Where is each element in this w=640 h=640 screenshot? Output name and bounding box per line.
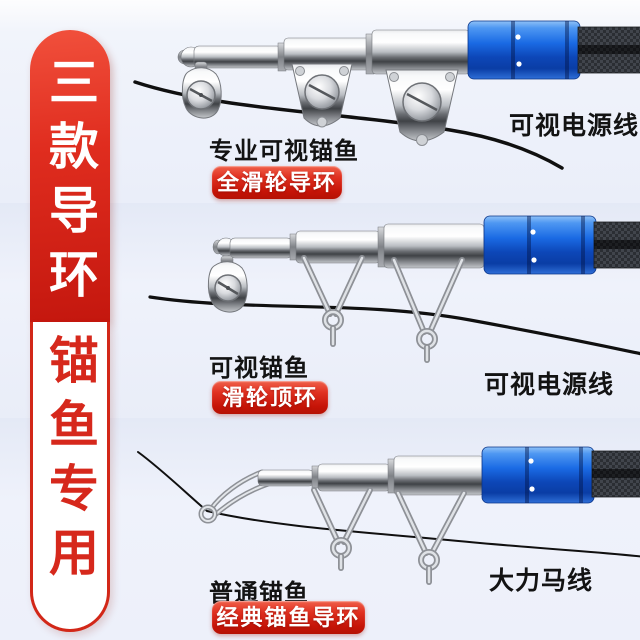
rod-bottom: [137, 446, 640, 585]
fishing-line-bottom: [137, 451, 640, 558]
pulley-guide: [385, 69, 459, 146]
feature-badge: 经典锚鱼导环: [212, 601, 365, 634]
callout-line-label: 大力马线: [489, 567, 594, 595]
banner-white-block: 锚鱼专用: [30, 322, 110, 632]
rod-middle: [148, 215, 640, 363]
pulley-guide: [291, 63, 353, 128]
feature-badge: 全滑轮导环: [212, 166, 342, 199]
callout-line-label: 可视电源线: [484, 371, 615, 399]
wire-guide: [395, 490, 467, 585]
side-banner: 三款导环 锚鱼专用: [30, 30, 110, 632]
wire-guide: [301, 255, 365, 347]
banner-secondary-text: 锚鱼专用: [42, 334, 98, 590]
wire-guide: [391, 257, 465, 363]
rod-top: [133, 20, 640, 170]
section-title: 可视锚鱼: [209, 355, 309, 382]
feature-badge: 滑轮顶环: [212, 381, 328, 414]
callout-line-label: 可视电源线: [509, 112, 640, 140]
wire-guide: [311, 487, 373, 571]
banner-red-block: 三款导环: [30, 30, 110, 322]
banner-primary-text: 三款导环: [42, 56, 98, 312]
section-title: 专业可视锚鱼: [209, 138, 359, 165]
